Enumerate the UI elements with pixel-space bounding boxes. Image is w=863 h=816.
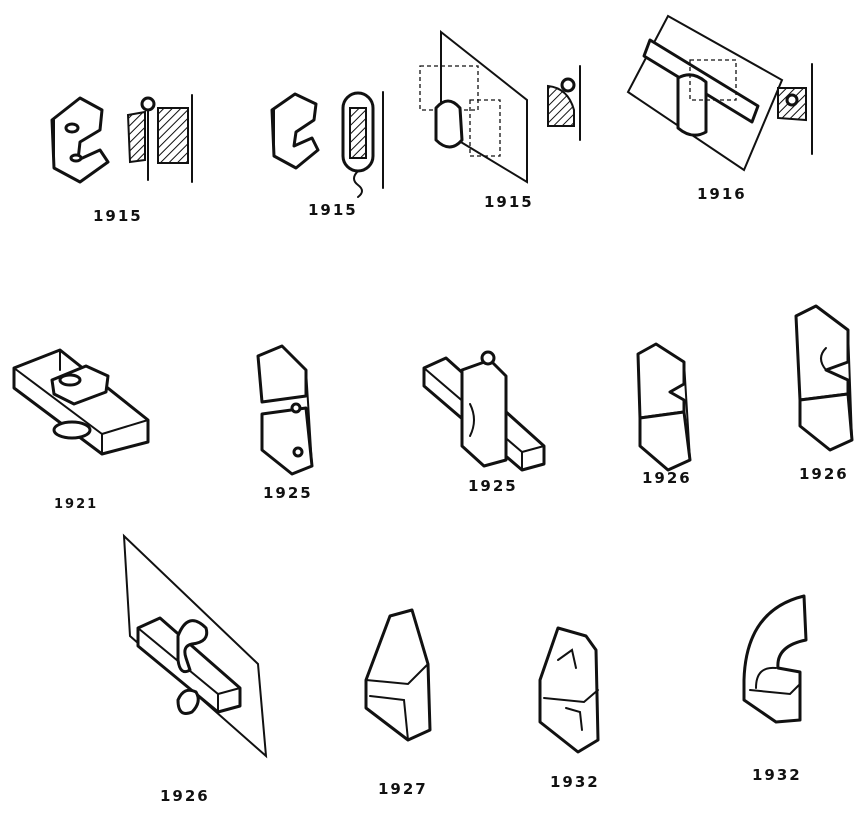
figure-1-clip-drawing xyxy=(50,94,193,184)
year-label-12: 1932 xyxy=(550,773,600,791)
figure-7-bar-clip-drawing xyxy=(422,350,546,472)
year-label-3: 1915 xyxy=(484,193,534,211)
figure-3-plate-drawing xyxy=(419,29,581,184)
year-label-11: 1927 xyxy=(378,780,428,798)
figure-12-hook-drawing xyxy=(538,626,600,754)
year-label-9: 1926 xyxy=(799,465,849,483)
figure-5-bar-clamp-drawing xyxy=(12,348,150,456)
figure-6-block-drawing xyxy=(256,344,314,476)
figure-13-hook-drawing xyxy=(742,594,808,724)
figure-10-plate-drawing xyxy=(122,533,268,759)
figure-4-plate-drawing xyxy=(626,14,813,172)
year-label-8: 1926 xyxy=(642,469,692,487)
figure-9-block-drawing xyxy=(794,304,854,452)
year-label-10: 1926 xyxy=(160,787,210,805)
year-label-1: 1915 xyxy=(93,207,143,225)
figure-11-hook-drawing xyxy=(364,608,432,742)
year-label-4: 1916 xyxy=(697,185,747,203)
year-label-13: 1932 xyxy=(752,766,802,784)
year-label-6: 1925 xyxy=(263,484,313,502)
year-label-2: 1915 xyxy=(308,201,358,219)
figure-8-block-drawing xyxy=(636,342,692,472)
year-label-5: 1921 xyxy=(54,497,99,512)
figure-2-clip-drawing xyxy=(270,91,384,198)
year-label-7: 1925 xyxy=(468,477,518,495)
